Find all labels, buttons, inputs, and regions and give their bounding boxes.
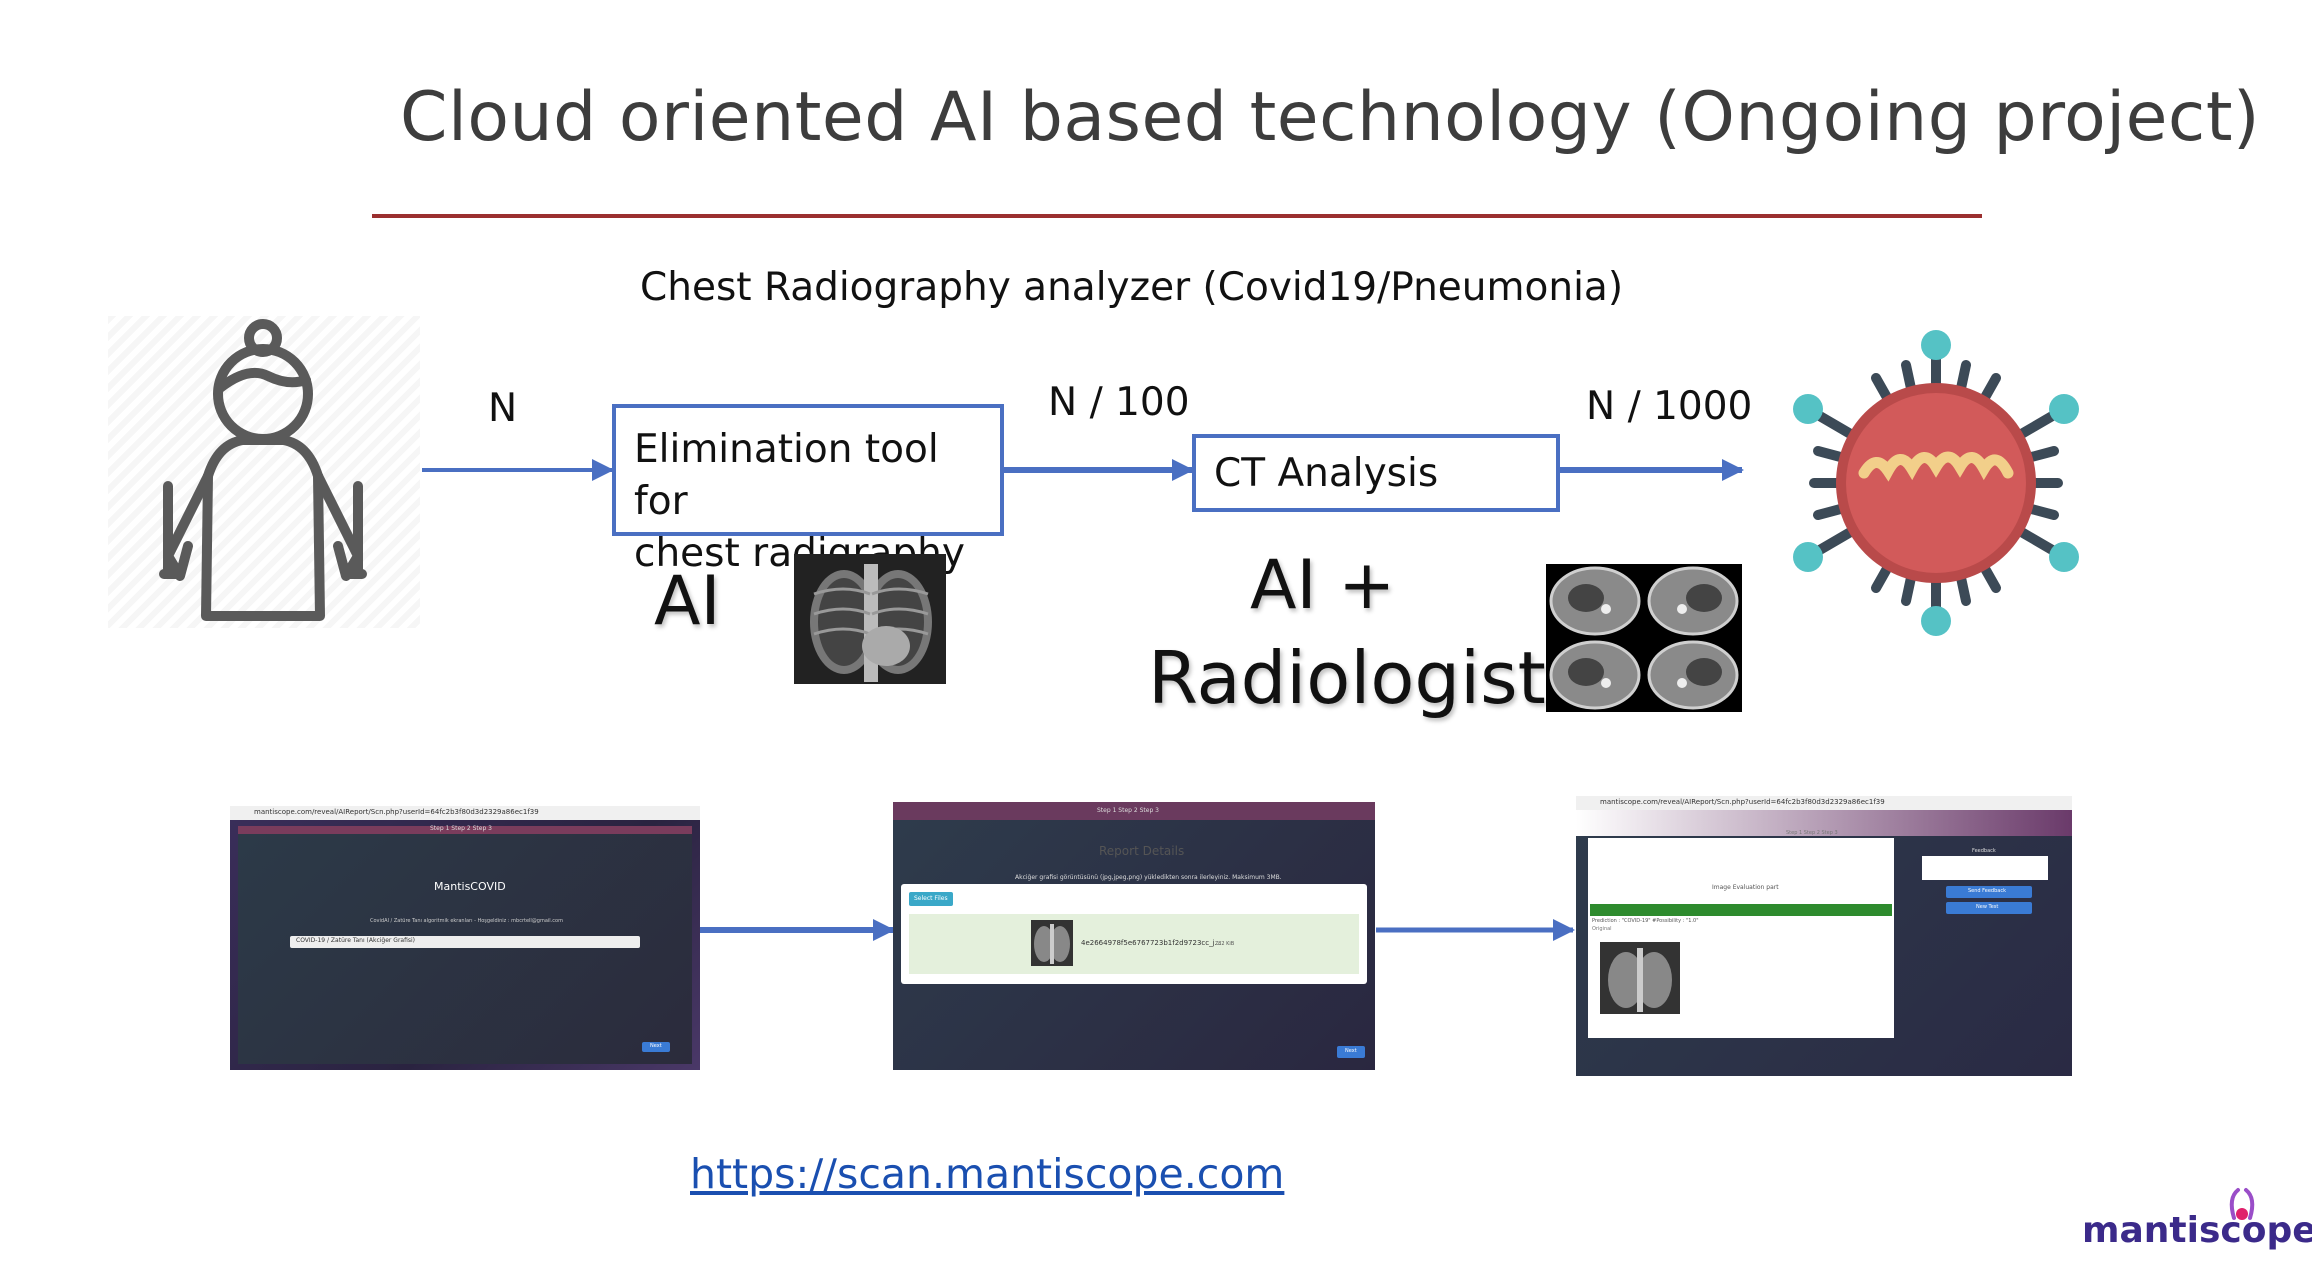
s2-instruction: Akciğer grafisi görüntüsünü (jpg,jpeg,pn… [1015, 874, 1282, 881]
s2-file-size: 782 KiB [1215, 941, 1234, 947]
ai-plus-label: AI + [1250, 546, 1395, 625]
s3-prediction: Prediction : "COVID-19" #Possibility : "… [1592, 918, 1699, 924]
box1-line1: Elimination tool for [634, 424, 1000, 528]
ai-label: AI [654, 562, 721, 641]
s3-xray-thumb [1600, 942, 1680, 1014]
chest-xray-image [794, 554, 946, 684]
virus-icon [1786, 316, 2086, 650]
s1-info: CovidAI / Zatüre Tanı algoritmik ekranla… [370, 918, 563, 924]
box2-label: CT Analysis [1214, 448, 1556, 500]
label-n-1000: N / 1000 [1586, 384, 1752, 429]
s3-send-feedback-button[interactable]: Send Feedback [1946, 886, 2032, 898]
s3-new-test-button[interactable]: New Test [1946, 902, 2032, 914]
s1-next-button[interactable]: Next [642, 1042, 670, 1052]
s1-app-title: MantisCOVID [434, 880, 506, 893]
s3-feedback-input[interactable] [1922, 856, 2048, 880]
s2-xray-thumb [1031, 920, 1073, 966]
elimination-tool-box: Elimination tool for chest radigraphy [612, 404, 1004, 536]
s3-url: mantiscope.com/reveal/AIReport/Scn.php?u… [1600, 798, 1885, 806]
website-link[interactable]: https://scan.mantiscope.com [690, 1150, 1284, 1198]
s2-heading: Report Details [1099, 844, 1184, 858]
s3-eval-title: Image Evaluation part [1712, 884, 1779, 891]
ct-scan-images [1546, 564, 1742, 712]
s1-select[interactable]: COVID-19 / Zatüre Tanı (Akciğer Grafisi) [290, 936, 640, 948]
s2-next-button[interactable]: Next [1337, 1046, 1365, 1058]
s3-original: Original [1592, 926, 1612, 932]
screenshot-step1: mantiscope.com/reveal/AIReport/Scn.php?u… [230, 806, 700, 1070]
s1-url: mantiscope.com/reveal/AIReport/Scn.php?u… [254, 808, 539, 816]
person-icon [108, 316, 420, 628]
mantis-logo-icon [2224, 1184, 2260, 1224]
s2-steps: Step 1 Step 2 Step 3 [1097, 807, 1159, 814]
screenshot-step3: mantiscope.com/reveal/AIReport/Scn.php?u… [1576, 796, 2072, 1076]
s3-steps: Step 1 Step 2 Step 3 [1786, 830, 1838, 836]
s2-file-name: 4e2664978f5e6767723b1f2d9723cc_j... [1081, 939, 1221, 947]
label-n-100: N / 100 [1048, 380, 1190, 425]
radiologist-label: Radiologist [1148, 636, 1546, 720]
screenshot-step2: Step 1 Step 2 Step 3 Report Details Akci… [893, 802, 1375, 1070]
label-n: N [488, 386, 517, 431]
ct-analysis-box: CT Analysis [1192, 434, 1560, 512]
s3-feedback-title: Feedback [1972, 848, 1996, 854]
s3-probability-bar [1590, 904, 1892, 916]
s1-steps: Step 1 Step 2 Step 3 [430, 825, 492, 832]
mantiscope-logo: mantiscope [2082, 1210, 2312, 1251]
logo-text: mantiscope [2082, 1210, 2312, 1251]
s2-select-files-button[interactable]: Select Files [909, 892, 953, 906]
